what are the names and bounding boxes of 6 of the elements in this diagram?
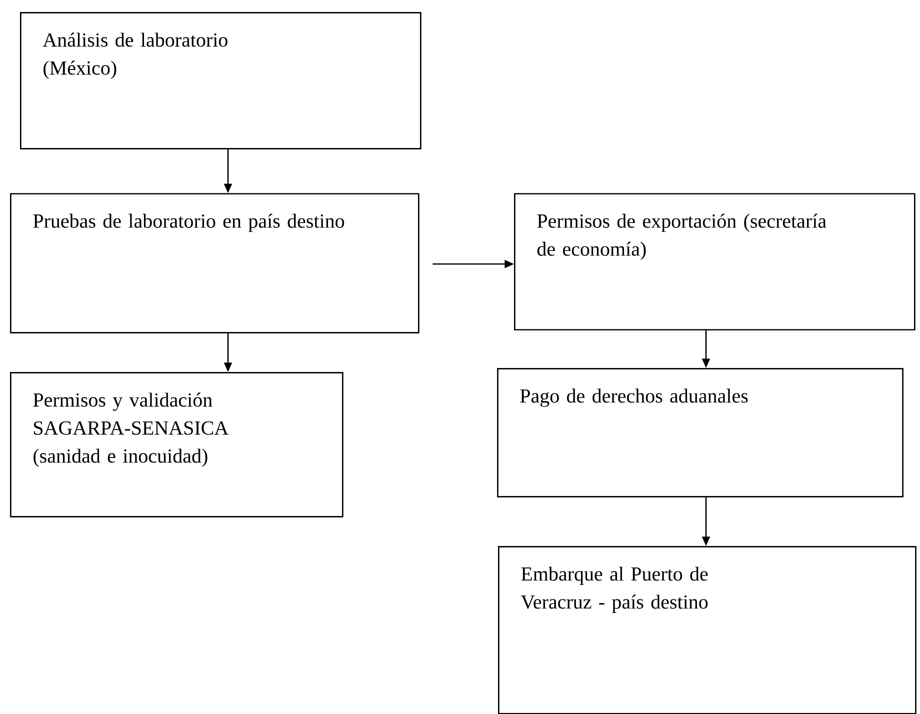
process-box: Análisis de laboratorio (México) (20, 12, 422, 150)
process-box: Embarque al Puerto de Veracruz - país destino (498, 546, 916, 714)
process-box: Pruebas de laboratorio en país destino (10, 193, 420, 334)
process-box: Permisos y validación SAGARPA-SENASICA (sanidad e inocuidad) (10, 372, 344, 518)
process-box: Permisos de exportación (secretaría de economía) (514, 193, 916, 330)
process-box: Pago de derechos aduanales (497, 368, 904, 498)
